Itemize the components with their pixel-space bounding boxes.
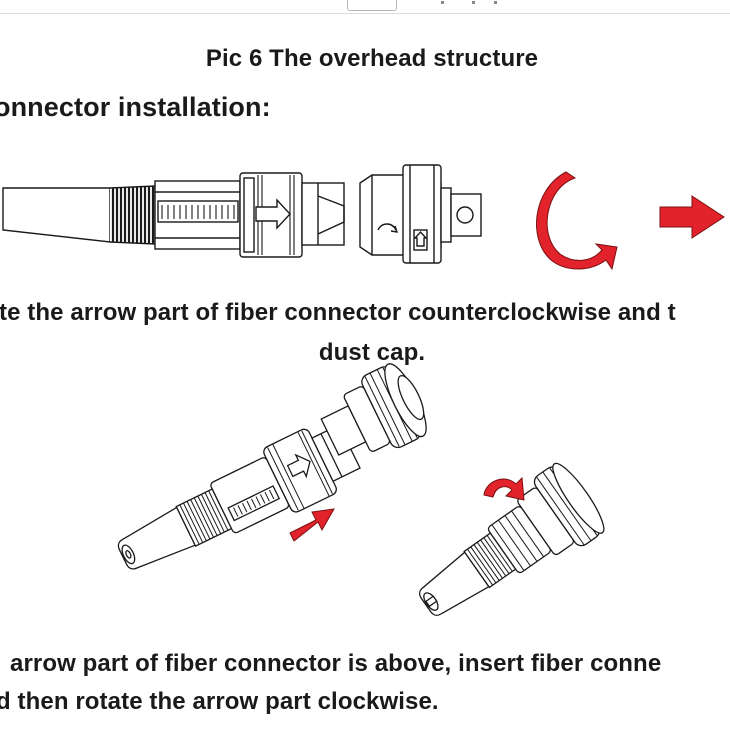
insert-direction-arrow-icon	[289, 508, 335, 542]
toolbar-glyph	[472, 1, 475, 4]
toolbar-glyph	[441, 1, 444, 4]
step2-text-line1: arrow part of fiber connector is above, …	[10, 650, 662, 677]
figure-caption: Pic 6 The overhead structure	[205, 45, 539, 72]
page-number-box[interactable]	[347, 0, 397, 11]
viewer-toolbar	[0, 0, 730, 14]
step1-text-line2: dust cap.	[318, 339, 426, 366]
connector-side-view-figure	[2, 164, 725, 271]
right-arrow-icon	[659, 195, 725, 239]
counterclockwise-rotate-icon	[536, 171, 618, 271]
connector-insertion-figure	[117, 363, 605, 616]
step1-text-line1: te the arrow part of fiber connector cou…	[0, 299, 676, 326]
clockwise-rotate-icon	[483, 476, 525, 501]
step2-text-line2: d then rotate the arrow part clockwise.	[0, 688, 439, 715]
toolbar-divider	[0, 13, 730, 14]
toolbar-glyph	[494, 1, 497, 4]
section-heading: onnector installation:	[0, 92, 271, 122]
